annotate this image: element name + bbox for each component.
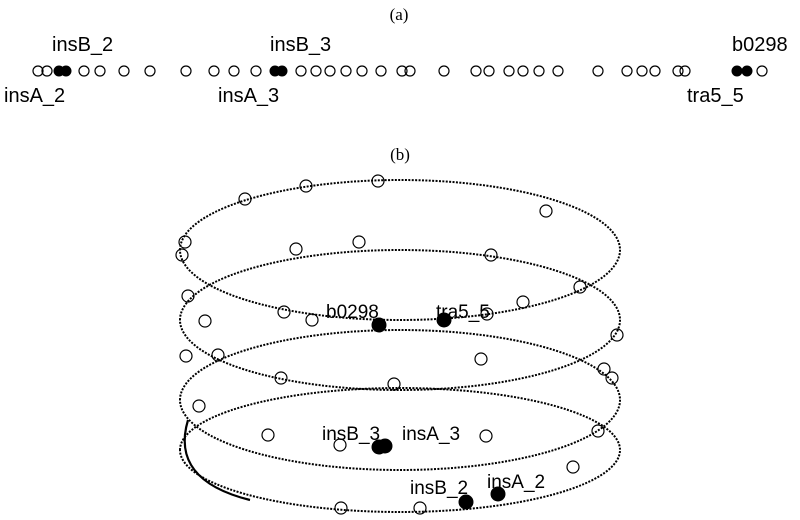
- linear-site-marker: [404, 65, 416, 77]
- helix-site-marker: [305, 313, 319, 327]
- linear-label-insA_2: insA_2: [4, 85, 65, 107]
- linear-site-marker: [503, 65, 515, 77]
- helix-site-marker: [597, 362, 611, 376]
- linear-site-marker: [679, 65, 691, 77]
- linear-site-marker: [356, 65, 368, 77]
- linear-site-marker: [144, 65, 156, 77]
- helix-label-insA_3: insA_3: [402, 424, 460, 445]
- linear-site-marker: [533, 65, 545, 77]
- helix-site-marker: [198, 314, 212, 328]
- linear-label-insA_3: insA_3: [218, 85, 279, 107]
- linear-label-b0298: b0298: [732, 34, 788, 56]
- helix-gene-marker-b0298: [371, 317, 387, 333]
- helix-site-marker: [484, 248, 498, 262]
- helix-site-marker: [334, 501, 348, 515]
- helix-strand: [183, 419, 251, 502]
- helix-site-marker: [352, 235, 366, 249]
- linear-site-marker: [396, 65, 408, 77]
- panel-a-label: (a): [390, 5, 409, 24]
- helix-gene-marker-insA_3: [377, 438, 393, 454]
- helix-site-marker: [479, 429, 493, 443]
- linear-site-marker: [483, 65, 495, 77]
- helix-turn: [179, 387, 622, 513]
- helix-site-marker: [413, 501, 427, 515]
- linear-site-marker: [375, 65, 387, 77]
- helix-site-marker: [591, 424, 605, 438]
- helix-site-marker: [610, 328, 624, 342]
- helix-site-marker: [274, 371, 288, 385]
- helix-diagram: [175, 174, 624, 515]
- linear-label-tra5_5: tra5_5: [687, 85, 744, 107]
- helix-site-marker: [175, 248, 189, 262]
- helix-site-marker: [181, 289, 195, 303]
- linear-site-marker: [41, 65, 53, 77]
- helix-turn: [179, 179, 622, 321]
- linear-site-marker: [438, 65, 450, 77]
- helix-site-marker: [516, 295, 530, 309]
- linear-label-insB_2: insB_2: [52, 34, 113, 56]
- panel-b-label: (b): [390, 145, 410, 164]
- helix-site-marker: [387, 377, 401, 391]
- helix-site-marker: [605, 371, 619, 385]
- linear-site-marker: [180, 65, 192, 77]
- helix-label-insB_2: insB_2: [410, 478, 468, 499]
- helix-turn: [179, 329, 622, 471]
- linear-label-insB_3: insB_3: [270, 34, 331, 56]
- helix-site-marker: [289, 242, 303, 256]
- helix-site-marker: [238, 192, 252, 206]
- helix-site-marker: [474, 352, 488, 366]
- helix-site-marker: [480, 307, 494, 321]
- helix-site-marker: [299, 179, 313, 193]
- helix-site-marker: [371, 174, 385, 188]
- linear-gene-marker-insB_2: [60, 65, 72, 77]
- helix-site-marker: [179, 349, 193, 363]
- linear-site-marker: [470, 65, 482, 77]
- helix-gene-marker-insB_2: [458, 494, 474, 510]
- helix-site-marker: [566, 460, 580, 474]
- helix-site-marker: [261, 428, 275, 442]
- helix-label-insA_2: insA_2: [487, 472, 545, 493]
- helix-label-tra5_5: tra5_5: [436, 302, 490, 323]
- linear-site-marker: [592, 65, 604, 77]
- helix-label-insB_3: insB_3: [322, 424, 380, 445]
- linear-site-marker: [552, 65, 564, 77]
- linear-site-marker: [118, 65, 130, 77]
- helix-site-marker: [277, 305, 291, 319]
- linear-site-marker: [649, 65, 661, 77]
- linear-site-marker: [228, 65, 240, 77]
- linear-site-marker: [94, 65, 106, 77]
- helix-site-marker: [573, 280, 587, 294]
- helix-site-marker: [211, 348, 225, 362]
- linear-site-marker: [636, 65, 648, 77]
- linear-site-marker: [340, 65, 352, 77]
- linear-site-marker: [756, 65, 768, 77]
- helix-site-marker: [178, 235, 192, 249]
- linear-site-marker: [250, 65, 262, 77]
- linear-site-marker: [295, 65, 307, 77]
- helix-site-marker: [333, 438, 347, 452]
- linear-site-marker: [672, 65, 684, 77]
- linear-gene-marker-tra5_5: [731, 65, 743, 77]
- linear-site-marker: [517, 65, 529, 77]
- helix-gene-marker-insA_2: [490, 486, 506, 502]
- linear-site-marker: [310, 65, 322, 77]
- linear-site-marker: [324, 65, 336, 77]
- helix-site-marker: [539, 204, 553, 218]
- helix-gene-marker-tra5_5: [436, 312, 452, 328]
- helix-label-b0298: b0298: [326, 302, 379, 323]
- helix-site-marker: [192, 399, 206, 413]
- linear-track: [32, 65, 768, 77]
- linear-site-marker: [32, 65, 44, 77]
- linear-gene-marker-insB_3: [276, 65, 288, 77]
- linear-site-marker: [208, 65, 220, 77]
- linear-gene-marker-b0298: [741, 65, 753, 77]
- linear-site-marker: [621, 65, 633, 77]
- linear-site-marker: [78, 65, 90, 77]
